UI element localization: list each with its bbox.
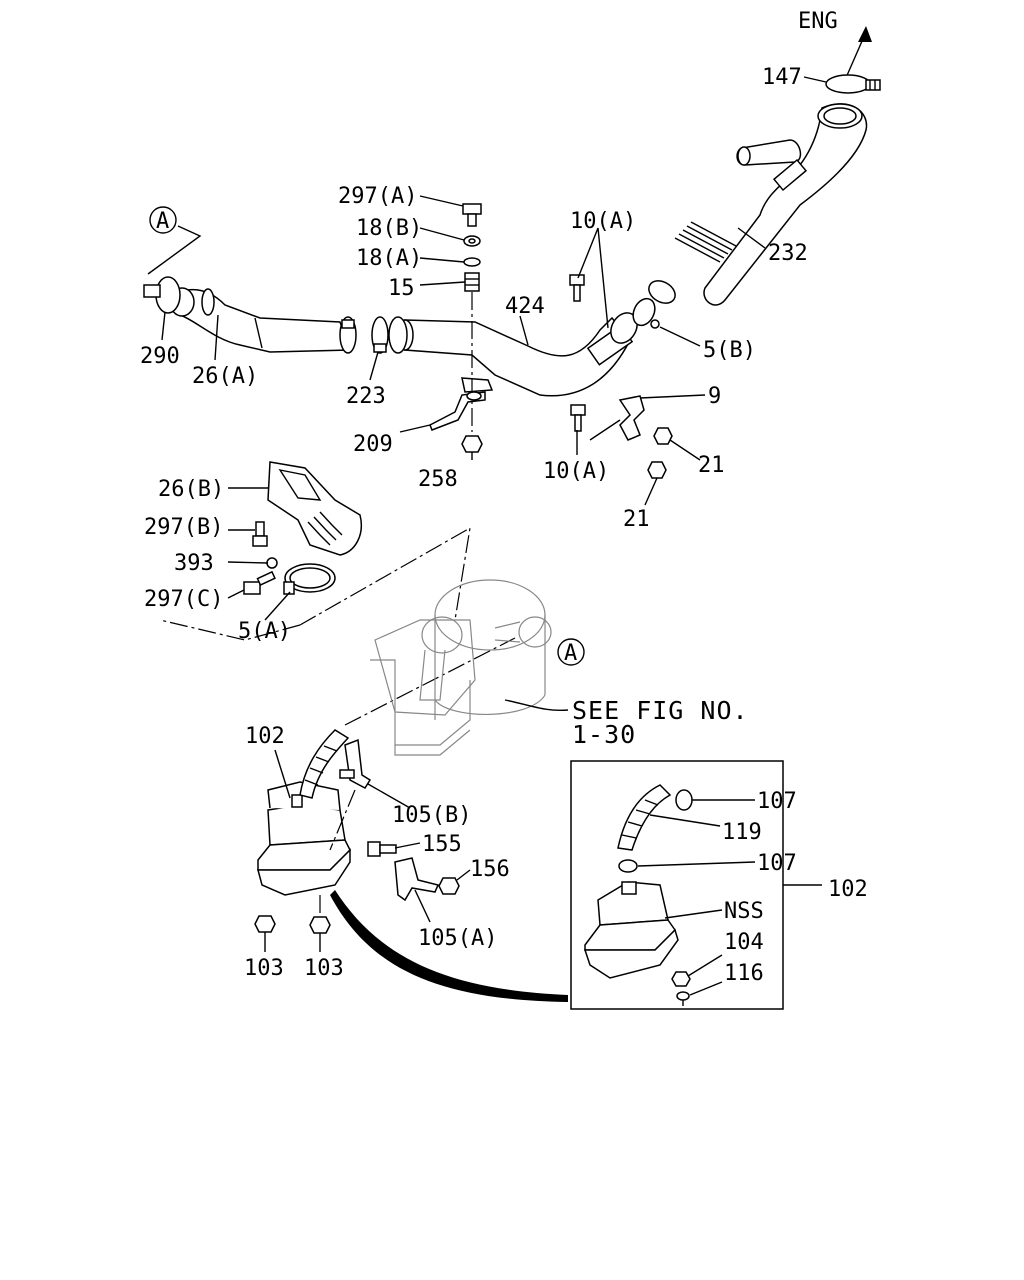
label-297c: 297(C) [144, 587, 223, 612]
label-5a: 5(A) [238, 619, 291, 644]
washer-18b [463, 235, 481, 247]
bracket-105a [394, 857, 440, 902]
bracket-105b [339, 738, 372, 789]
see-fig-line2: 1-30 [572, 720, 636, 749]
label-105b: 105(B) [392, 803, 471, 828]
inset-screw-116 [676, 991, 690, 1006]
label-232: 232 [768, 241, 808, 266]
label-258: 258 [418, 467, 458, 492]
label-155: 155 [422, 832, 462, 857]
screw-393 [266, 557, 278, 569]
clamps-223 [339, 316, 408, 354]
label-290: 290 [140, 344, 180, 369]
label-209: 209 [353, 432, 393, 457]
hose-26a [169, 287, 352, 353]
bolt-297a [462, 203, 482, 227]
label-116: 116 [724, 961, 764, 986]
label-223: 223 [346, 384, 386, 409]
bolt-10a-top [569, 274, 585, 302]
nut-258 [461, 435, 483, 453]
label-297b: 297(B) [144, 515, 223, 540]
see-fig-line1: SEE FIG NO. [572, 696, 749, 725]
inset-clamp-107-mid [618, 859, 638, 873]
label-nss: NSS [724, 899, 764, 924]
spacer-15 [464, 272, 480, 292]
reference-a-right [557, 638, 585, 666]
clamp-290 [143, 276, 181, 314]
hose-119-left [299, 729, 350, 799]
label-eng: ENG [798, 9, 838, 34]
bracket-209 [429, 391, 486, 431]
part-labels: ENG 147 232 297(A) 18(B) 18(A) 15 424 10… [140, 9, 868, 986]
label-ref-a-left: A [156, 209, 169, 234]
nut-21-right [653, 427, 673, 445]
reference-a-left [149, 206, 177, 234]
washer-18a [463, 257, 481, 267]
clamp-5b [632, 297, 660, 329]
label-156: 156 [470, 857, 510, 882]
air-pipe-424 [396, 312, 638, 397]
clamp-147 [825, 74, 881, 94]
reservoir-tank-102 [257, 781, 351, 896]
label-104: 104 [724, 930, 764, 955]
air-cleaner-ghost [370, 579, 552, 756]
label-9: 9 [708, 384, 721, 409]
inset-nut-104 [671, 971, 691, 987]
label-393: 393 [174, 551, 214, 576]
engine-direction-arrow [844, 26, 872, 81]
clamp-5a [283, 563, 336, 595]
duct-26b [267, 461, 362, 556]
label-105a: 105(A) [418, 926, 497, 951]
nut-21-bottom [647, 461, 667, 479]
label-107-mid: 107 [757, 851, 797, 876]
label-102-right: 102 [828, 877, 868, 902]
label-26a: 26(A) [192, 364, 258, 389]
label-10a-top: 10(A) [570, 209, 636, 234]
bolt-155 [367, 841, 397, 857]
nut-156 [438, 877, 460, 895]
air-intake-pipe-232 [648, 103, 868, 306]
label-5b: 5(B) [703, 338, 756, 363]
label-18b: 18(B) [356, 216, 422, 241]
leader-lines [161, 76, 827, 996]
label-147: 147 [762, 65, 802, 90]
label-103-left: 103 [244, 956, 284, 981]
label-103-right: 103 [304, 956, 344, 981]
nut-103-right [309, 916, 331, 934]
inset-clamp-107-top [675, 789, 693, 811]
bolt-297c [243, 570, 276, 595]
inset-reservoir [583, 881, 679, 979]
nut-103-left [254, 915, 276, 933]
label-18a: 18(A) [356, 246, 422, 271]
label-21-bottom: 21 [623, 507, 650, 532]
pipe-bellows [674, 221, 737, 263]
label-297a: 297(A) [338, 184, 417, 209]
label-424: 424 [505, 294, 545, 319]
label-ref-a-right: A [564, 641, 577, 666]
label-102-left: 102 [245, 724, 285, 749]
label-26b: 26(B) [158, 477, 224, 502]
bolt-297b [252, 521, 268, 547]
bracket-9 [618, 395, 645, 441]
label-10a-bottom: 10(A) [543, 459, 609, 484]
label-119: 119 [722, 820, 762, 845]
label-107-top: 107 [757, 789, 797, 814]
label-15: 15 [388, 276, 415, 301]
bolt-10a-bottom [570, 404, 586, 432]
label-21-right: 21 [698, 453, 725, 478]
inset-hose-119 [617, 784, 672, 851]
